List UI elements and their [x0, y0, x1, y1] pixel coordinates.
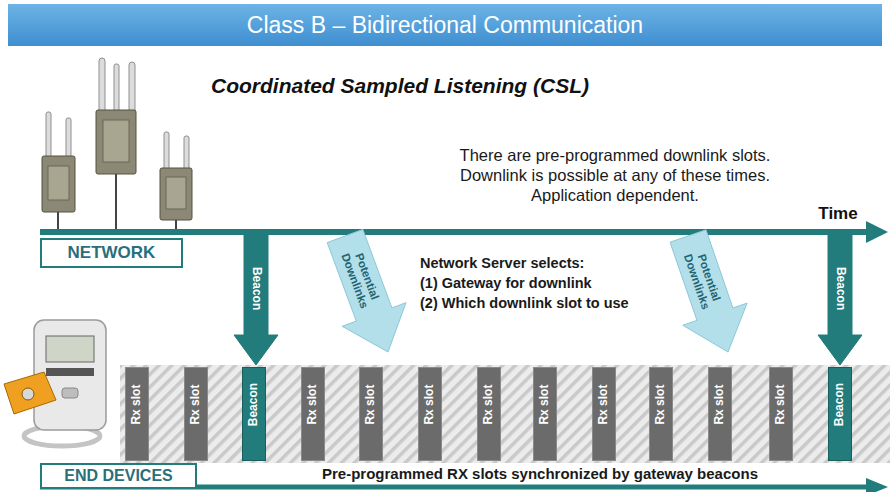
arrow-text-group: Beacon: [833, 258, 846, 320]
node-text: Rx slot: [130, 361, 143, 449]
node-text: Rx slot: [189, 361, 202, 449]
label-holder: There are pre-programmed downlink slots.…: [450, 146, 780, 205]
note-heading: Network Server selects:: [420, 254, 682, 273]
node-text: Rx slot: [482, 361, 495, 449]
device-button: [62, 388, 78, 398]
label-holder: Pre-programmed RX slots synchronized by …: [280, 465, 800, 483]
axis-caption: Pre-programmed RX slots synchronized by …: [316, 465, 764, 482]
rx-slot: Rx slot: [477, 367, 501, 461]
gateway-icon: [96, 58, 136, 232]
node-text: Beacon: [833, 258, 846, 320]
node-text: Beacon: [247, 361, 260, 449]
slot-text-group: Rx slot: [482, 361, 495, 449]
slot-text-group: Rx slot: [423, 361, 436, 449]
device-display: [46, 336, 94, 362]
slot-text-group: Rx slot: [538, 361, 551, 449]
node-text: Rx slot: [654, 361, 667, 449]
arrow-outline: [670, 230, 747, 352]
rx-slot: Rx slot: [592, 367, 616, 461]
label-holder: (2) Which downlink slot to use: [420, 294, 682, 313]
gateway-housing: [42, 156, 75, 212]
title: Class B – Bidirectional Communication: [247, 12, 643, 39]
downlink-arrow: Potential Downlinks: [668, 227, 750, 354]
rx-slot: Rx slot: [533, 367, 557, 461]
node-text: Rx slot: [364, 361, 377, 449]
slot-text-group: Rx slot: [189, 361, 202, 449]
antenna: [164, 132, 169, 172]
node-text: NETWORK: [68, 243, 156, 263]
rx-slot: Rx slot: [649, 367, 673, 461]
slot-text-group: Rx slot: [130, 361, 143, 449]
label-holder: Time: [806, 204, 870, 224]
downlink-arrow: Potential Downlinks: [325, 227, 408, 354]
slot-text-group: Beacon: [833, 361, 846, 449]
subtitle: Coordinated Sampled Listening (CSL): [150, 73, 650, 98]
arrow-text-group: Beacon: [249, 258, 262, 320]
device-tag-hole: [22, 388, 34, 400]
node-text: Rx slot: [597, 361, 610, 449]
antenna: [66, 118, 71, 162]
rx-slot: Rx slot: [418, 367, 442, 461]
rx-slot: Rx slot: [301, 367, 325, 461]
slot-text-group: Rx slot: [713, 361, 726, 449]
slot-text-group: Rx slot: [654, 361, 667, 449]
node-text: Rx slot: [306, 361, 319, 449]
title-holder: Class B – Bidirectional Communication: [8, 4, 882, 46]
arrow-outline: [327, 229, 406, 352]
gateway-icon: [160, 132, 192, 232]
beacon-slot: Beacon: [242, 367, 266, 461]
label-holder: (1) Gateway for downlink: [420, 274, 682, 293]
gateway-icon: [42, 112, 75, 232]
rx-slot: Rx slot: [708, 367, 732, 461]
device-strip: [46, 368, 94, 376]
antenna: [114, 64, 119, 114]
antenna: [129, 62, 135, 116]
arrow-outline: [818, 234, 862, 365]
label-holder: Network Server selects:: [420, 254, 682, 273]
gateway-cable: [115, 174, 117, 232]
note-item: (2) Which downlink slot to use: [420, 294, 682, 313]
gateway-panel: [48, 166, 69, 200]
label-holder: Coordinated Sampled Listening (CSL): [150, 73, 650, 98]
network-label-box: NETWORK: [40, 238, 183, 268]
gateway-panel: [103, 120, 129, 162]
note-item: (1) Gateway for downlink: [420, 274, 682, 293]
beacon-arrow: Beacon: [232, 232, 280, 367]
antenna: [184, 136, 189, 172]
timeline-arrowhead: [866, 221, 888, 243]
slot-text-group: Rx slot: [774, 361, 787, 449]
title-band: [8, 4, 882, 46]
end-device-icon: [4, 320, 106, 446]
slot-text-group: Rx slot: [364, 361, 377, 449]
note-text: There are pre-programmed downlink slots.…: [450, 146, 780, 205]
node-text: Rx slot: [423, 361, 436, 449]
rx-slot: Rx slot: [769, 367, 793, 461]
axis-label: Time: [806, 204, 870, 224]
node-text: Rx slot: [538, 361, 551, 449]
beacon-arrow: Beacon: [816, 232, 864, 367]
slot-text-group: Rx slot: [306, 361, 319, 449]
end-devices-label-box: END DEVICES: [40, 463, 197, 489]
device-tag: [4, 372, 56, 414]
slot-text-group: Rx slot: [597, 361, 610, 449]
gateway-housing: [96, 110, 136, 174]
beacon-slot: Beacon: [828, 367, 852, 461]
slot-text-group: Beacon: [247, 361, 260, 449]
node-text: END DEVICES: [64, 467, 172, 485]
rx-slot: Rx slot: [359, 367, 383, 461]
node-text: Beacon: [249, 258, 262, 320]
rx-slot: Rx slot: [125, 367, 149, 461]
network-timeline: [40, 229, 870, 235]
timeline-arrowhead: [866, 478, 888, 492]
gateway-panel: [166, 177, 186, 209]
node-text: Beacon: [833, 361, 846, 449]
gateway-housing: [160, 168, 192, 220]
antenna: [46, 112, 51, 162]
antenna: [99, 58, 105, 116]
arrow-outline: [234, 234, 278, 365]
node-text: Rx slot: [713, 361, 726, 449]
node-text: Rx slot: [774, 361, 787, 449]
rx-slot: Rx slot: [184, 367, 208, 461]
